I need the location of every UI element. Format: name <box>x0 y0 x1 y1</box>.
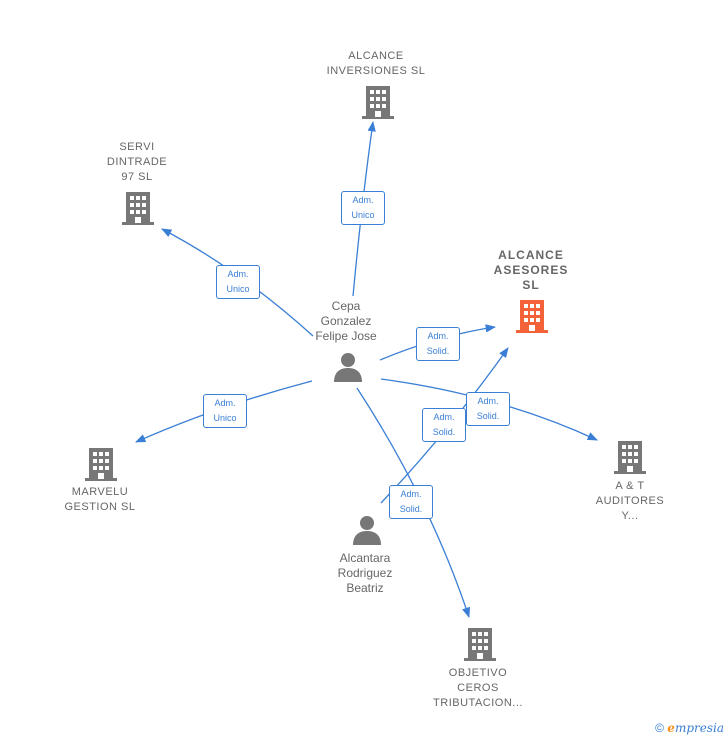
node-label-servi-dintrade[interactable]: SERVI DINTRADE 97 SL <box>106 141 168 183</box>
node-label-alcance-inversiones[interactable]: ALCANCE INVERSIONES SL <box>326 50 426 77</box>
person-label-cepa[interactable]: Cepa Gonzalez Felipe Jose <box>315 299 377 343</box>
building-icon <box>362 86 394 119</box>
edge-label-adm-unico: Adm. Unico <box>216 265 260 299</box>
person-icon <box>353 516 381 545</box>
edge-label-adm-solid: Adm. Solid. <box>416 327 460 361</box>
building-icon <box>85 448 117 481</box>
brand-footer[interactable]: © empresia <box>655 721 724 735</box>
building-icon <box>614 441 646 474</box>
brand-logo-e: e <box>667 721 675 735</box>
edge-label-adm-solid: Adm. Solid. <box>466 392 510 426</box>
building-icon <box>464 628 496 661</box>
node-label-at-auditores[interactable]: A & T AUDITORES Y... <box>595 480 665 522</box>
edge-label-adm-solid: Adm. Solid. <box>389 485 433 519</box>
brand-logo-text: mpresia <box>674 721 724 735</box>
building-icon <box>516 300 548 333</box>
node-label-objetivo-ceros[interactable]: OBJETIVO CEROS TRIBUTACION... <box>433 667 523 709</box>
edge-label-adm-solid: Adm. Solid. <box>422 408 466 442</box>
copyright-icon: © <box>655 721 664 735</box>
building-icon <box>122 192 154 225</box>
node-label-alcance-asesores[interactable]: ALCANCE ASESORES SL <box>493 248 569 292</box>
person-icon <box>334 353 362 382</box>
edge-label-adm-unico: Adm. Unico <box>341 191 385 225</box>
edge-label-adm-unico: Adm. Unico <box>203 394 247 428</box>
person-label-alcantara[interactable]: Alcantara Rodriguez Beatriz <box>337 551 393 595</box>
node-label-marvelu[interactable]: MARVELU GESTION SL <box>64 486 136 513</box>
